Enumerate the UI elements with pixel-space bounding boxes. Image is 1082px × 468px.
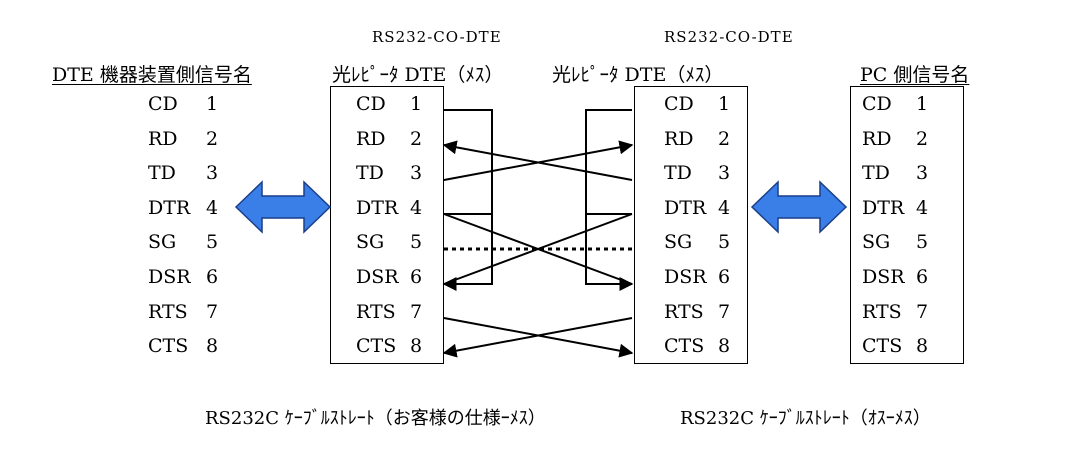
right-box-signal-rts: RTS [664, 300, 704, 323]
right-box-pin-2: 2 [718, 127, 731, 150]
right-box-signal-sg: SG [664, 231, 693, 254]
pc-side-signal-rts: RTS [862, 300, 902, 323]
right-box-signal-td: TD [664, 162, 692, 185]
pc-side-signal-sg: SG [862, 231, 891, 254]
right-box-pin-8: 8 [718, 335, 731, 358]
pc-side-pin-6: 6 [916, 266, 929, 288]
pc-side-pin-8: 8 [916, 335, 929, 358]
dte-side-pin-7: 7 [206, 300, 219, 323]
pc-side-pin-4: 4 [916, 196, 929, 219]
dte-side-signal-rd: RD [148, 127, 178, 150]
right-box-pin-3: 3 [718, 162, 731, 185]
dte-side-signal-cd: CD [148, 93, 178, 115]
pc-side-pin-7: 7 [916, 300, 929, 323]
dte-side-signal-cts: CTS [148, 335, 189, 358]
pc-side-pin-2: 2 [916, 127, 929, 150]
left-box-signal-dtr: DTR [356, 196, 399, 219]
left-box-pin-4: 4 [410, 196, 423, 219]
right-box-title: 光ﾚﾋﾟｰﾀ DTE（ﾒｽ） [552, 64, 724, 86]
dte-side-pin-1: 1 [206, 93, 219, 115]
dte-side-title: DTE 機器装置側信号名 [52, 64, 252, 86]
pc-connector-box [850, 86, 964, 364]
left-loopback [442, 109, 493, 291]
pc-side-pin-1: 1 [916, 93, 929, 115]
pc-side-signal-dtr: DTR [862, 196, 905, 219]
left-box-signal-dsr: DSR [356, 266, 399, 288]
left-box-signal-td: TD [356, 162, 384, 185]
dte-side-pin-4: 4 [206, 196, 219, 219]
left-box-pin-2: 2 [410, 127, 423, 150]
right-box-header: RS232-CO-DTE [664, 28, 794, 46]
dte-side-signal-sg: SG [148, 231, 177, 254]
pc-side-signal-cts: CTS [862, 335, 903, 358]
rd-td-cross [442, 140, 634, 181]
pc-side-title: PC 側信号名 [860, 64, 970, 86]
left-box-pin-3: 3 [410, 162, 423, 185]
right-connector-box [634, 86, 748, 364]
double-arrow-icon [750, 180, 848, 234]
left-box-pin-7: 7 [410, 300, 423, 323]
pc-side-pin-5: 5 [916, 231, 929, 254]
left-box-pin-5: 5 [410, 231, 423, 254]
right-box-signal-cts: CTS [664, 335, 705, 358]
pc-side-signal-td: TD [862, 162, 890, 185]
right-box-pin-5: 5 [718, 231, 731, 254]
left-box-signal-cts: CTS [356, 335, 397, 358]
right-box-pin-4: 4 [718, 196, 731, 219]
dte-side-pin-5: 5 [206, 231, 219, 254]
left-box-pin-1: 1 [410, 93, 423, 115]
dte-side-signal-dtr: DTR [148, 196, 191, 219]
right-loopback [585, 109, 634, 291]
dte-side-pin-8: 8 [206, 335, 219, 358]
pc-side-pin-3: 3 [916, 162, 929, 185]
right-box-signal-dsr: DSR [664, 266, 707, 288]
dte-side-signal-td: TD [148, 162, 176, 185]
right-box-signal-cd: CD [664, 93, 694, 115]
left-box-title: 光ﾚﾋﾟｰﾀ DTE（ﾒｽ） [332, 64, 504, 86]
left-box-signal-rd: RD [356, 127, 386, 150]
rts-cts-cross [442, 317, 634, 358]
dtr-dsr-cross [443, 213, 633, 285]
pc-side-signal-cd: CD [862, 93, 892, 115]
right-box-pin-7: 7 [718, 300, 731, 323]
dte-side-pin-6: 6 [206, 266, 219, 288]
left-box-pin-8: 8 [410, 335, 423, 358]
left-box-signal-rts: RTS [356, 300, 396, 323]
left-box-pin-6: 6 [410, 266, 423, 288]
pc-side-signal-rd: RD [862, 127, 892, 150]
right-box-pin-6: 6 [718, 266, 731, 288]
left-cable-label: RS232C ｹｰﾌﾞﾙｽﾄﾚｰﾄ（お客様の仕様ｰﾒｽ） [205, 408, 546, 429]
dte-side-signal-dsr: DSR [148, 266, 191, 288]
left-box-signal-cd: CD [356, 93, 386, 115]
double-arrow-icon [234, 180, 332, 234]
dte-side-signal-rts: RTS [148, 300, 188, 323]
right-box-signal-rd: RD [664, 127, 694, 150]
dte-side-pin-3: 3 [206, 162, 219, 185]
right-box-pin-1: 1 [718, 93, 731, 115]
left-box-signal-sg: SG [356, 231, 385, 254]
right-box-signal-dtr: DTR [664, 196, 707, 219]
pc-side-signal-dsr: DSR [862, 266, 905, 288]
dte-side-pin-2: 2 [206, 127, 219, 150]
left-box-header: RS232-CO-DTE [372, 28, 502, 46]
right-cable-label: RS232C ｹｰﾌﾞﾙｽﾄﾚｰﾄ（ｵｽｰﾒｽ） [680, 408, 931, 429]
left-connector-box [330, 86, 444, 364]
